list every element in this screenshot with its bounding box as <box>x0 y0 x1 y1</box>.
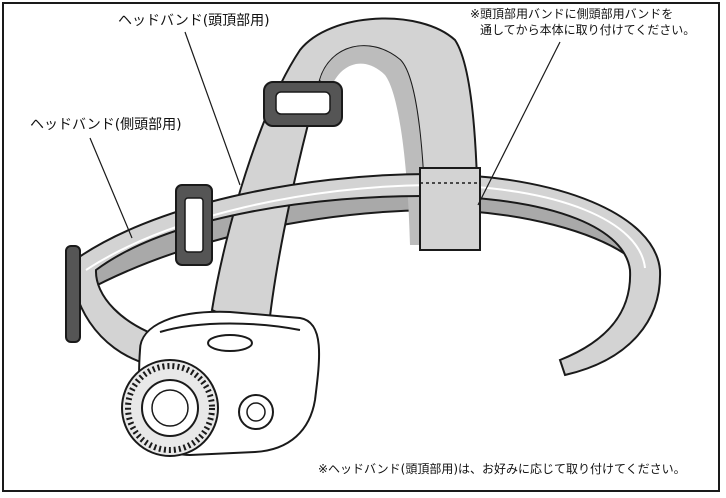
lamp-button <box>207 334 253 352</box>
note-top-line2: 通してから本体に取り付けてください。 <box>480 23 696 37</box>
note-top-line1: ※頭頂部用バンドに側頭部用バンドを <box>470 7 674 21</box>
rear-clip <box>65 245 81 343</box>
label-side-band: ヘッドバンド(側頭部用) <box>30 117 182 133</box>
note-top: ※頭頂部用バンドに側頭部用バンドを 通してから本体に取り付けてください。 <box>470 6 695 38</box>
top-band-shade <box>320 46 425 245</box>
leader-side-band <box>89 137 133 239</box>
lamp-lens <box>141 379 199 437</box>
note-bottom: ※ヘッドバンド(頭頂部用)は、お好みに応じて取り付けてください。 <box>318 462 686 476</box>
band-connector-loop <box>419 167 481 251</box>
label-top-band: ヘッドバンド(頭頂部用) <box>118 13 270 29</box>
leader-note <box>477 41 561 206</box>
secondary-lens <box>238 394 274 430</box>
lamp-top-ridge <box>159 322 301 333</box>
leader-top-band <box>184 31 241 186</box>
